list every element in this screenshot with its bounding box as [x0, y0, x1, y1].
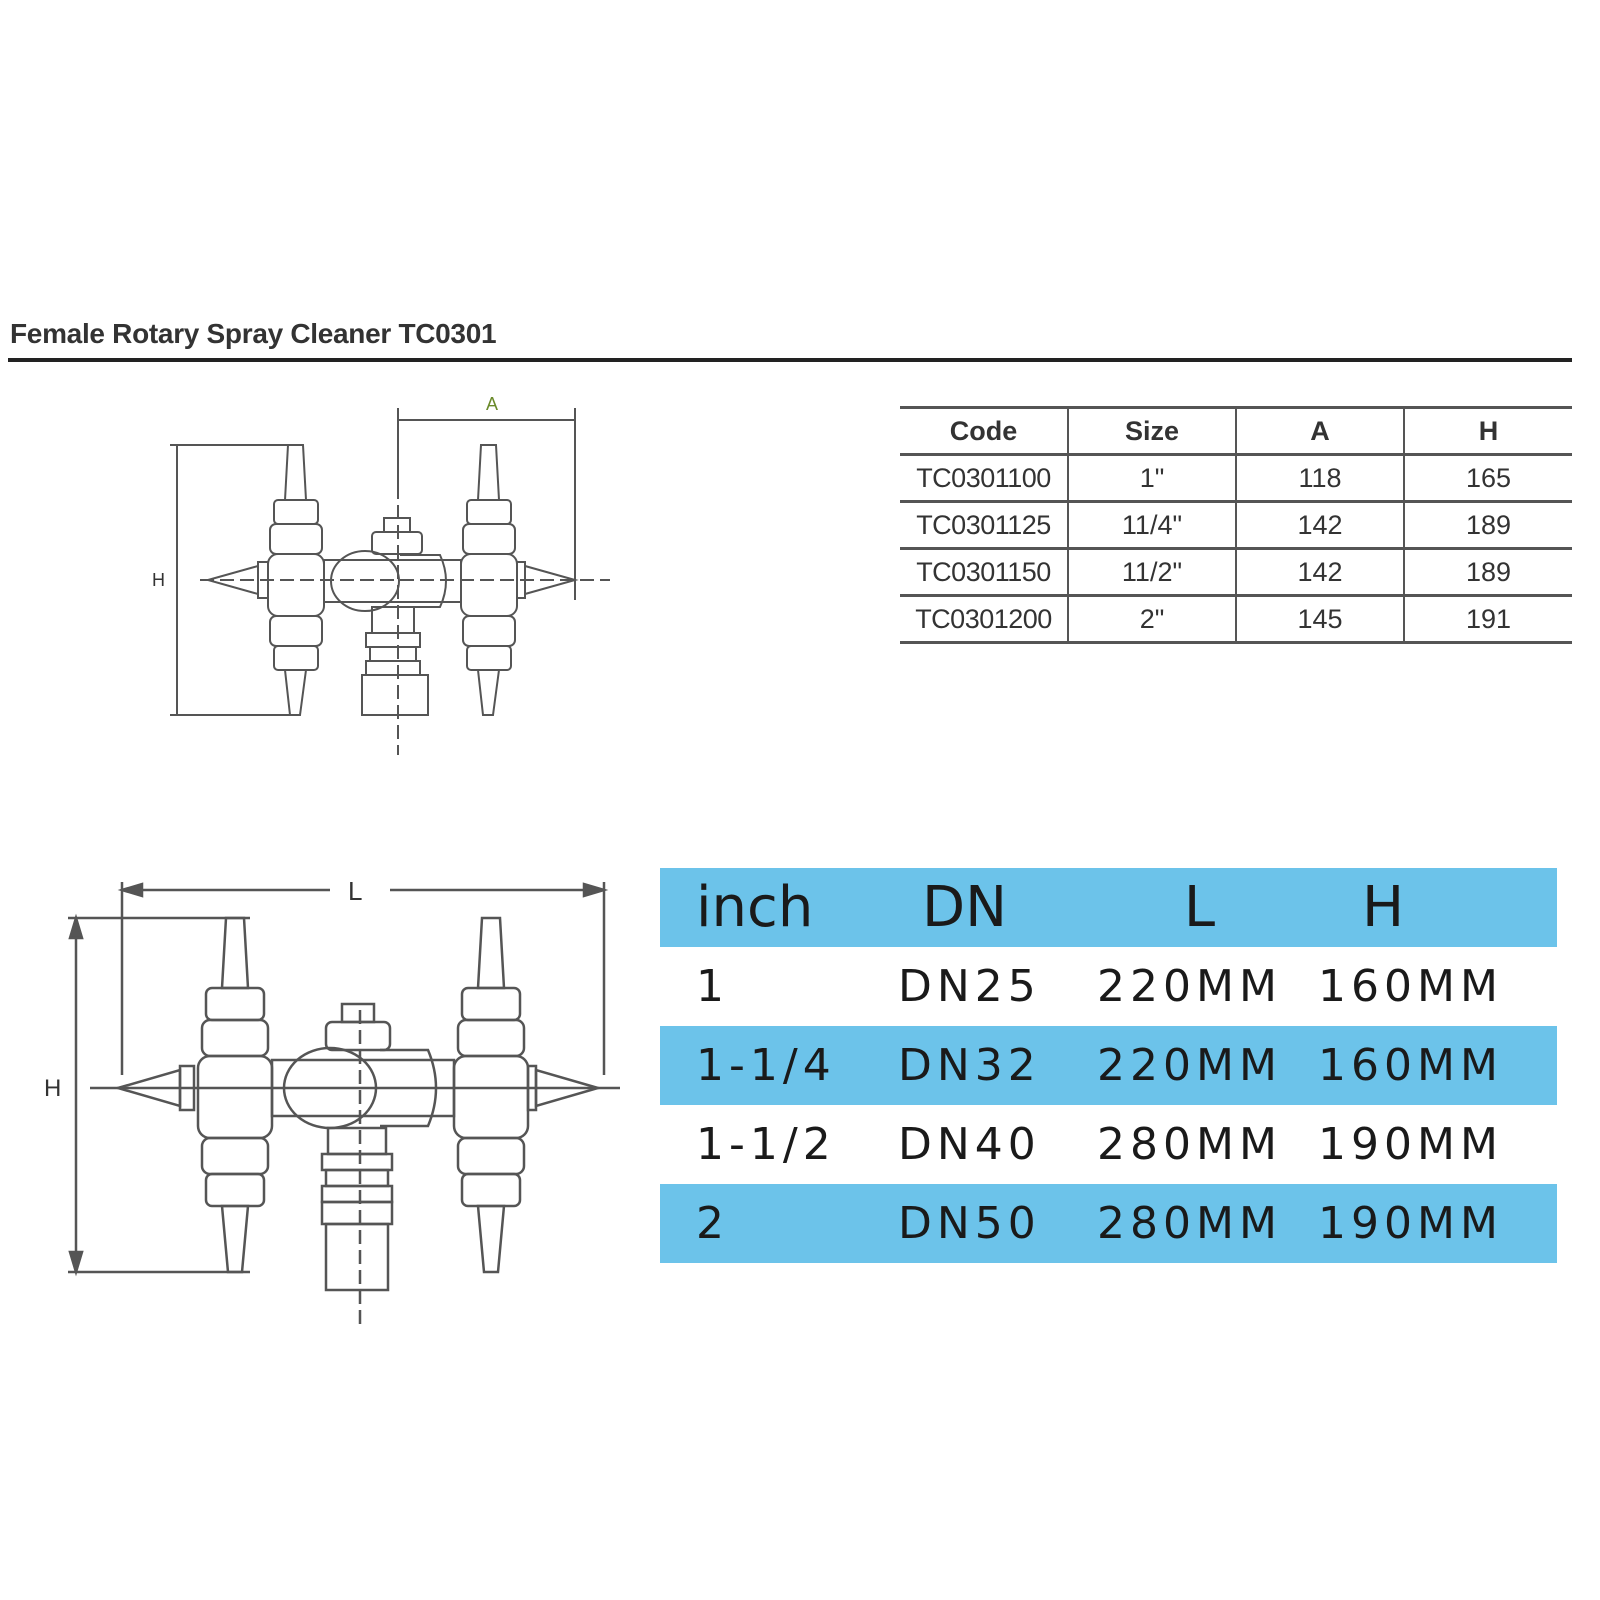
- cell-dn: DN50: [898, 1198, 1041, 1249]
- cell-h: 189: [1403, 501, 1572, 550]
- cell-h: 190MM: [1318, 1119, 1503, 1170]
- table-row: 1 DN25 220MM 160MM: [660, 947, 1557, 1026]
- cell-a: 118: [1235, 454, 1404, 503]
- top-technical-drawing: A H: [152, 394, 610, 755]
- cell-dn: DN32: [898, 1040, 1041, 1091]
- table-row: TC0301125 11/4" 142 189: [900, 501, 1572, 550]
- cell-code: TC0301100: [900, 454, 1068, 503]
- cell-h: 160MM: [1318, 961, 1503, 1012]
- cell-l: 280MM: [1097, 1119, 1282, 1170]
- table-row: 1-1/2 DN40 280MM 190MM: [660, 1105, 1557, 1184]
- spec-table: Code Size A H TC0301100 1" 118 165 TC030…: [900, 406, 1572, 644]
- cell-a: 142: [1235, 501, 1404, 550]
- table-row: TC0301100 1" 118 165: [900, 454, 1572, 503]
- header-h: H: [1403, 406, 1572, 456]
- table-row: 1-1/4 DN32 220MM 160MM: [660, 1026, 1557, 1105]
- cell-a: 145: [1235, 595, 1404, 644]
- cell-a: 142: [1235, 548, 1404, 597]
- cell-code: TC0301150: [900, 548, 1068, 597]
- cell-h: 165: [1403, 454, 1572, 503]
- cell-code: TC0301200: [900, 595, 1068, 644]
- dimension-h-label: H: [44, 1075, 61, 1102]
- dimension-table: inch DN L H 1 DN25 220MM 160MM 1-1/4 DN3…: [660, 868, 1557, 1263]
- cell-h: 190MM: [1318, 1198, 1503, 1249]
- header-size: Size: [1067, 406, 1236, 456]
- header-inch: inch: [696, 875, 814, 940]
- table-row: 2 DN50 280MM 190MM: [660, 1184, 1557, 1263]
- bottom-technical-drawing: L H: [44, 876, 620, 1330]
- cell-inch: 1-1/4: [696, 1040, 836, 1091]
- header-code: Code: [900, 406, 1068, 456]
- cell-l: 280MM: [1097, 1198, 1282, 1249]
- header-dn: DN: [922, 875, 1008, 940]
- cell-l: 220MM: [1097, 1040, 1282, 1091]
- cell-size: 11/2": [1067, 548, 1236, 597]
- cell-code: TC0301125: [900, 501, 1068, 550]
- cell-size: 11/4": [1067, 501, 1236, 550]
- cell-size: 2": [1067, 595, 1236, 644]
- header-a: A: [1235, 406, 1404, 456]
- dimension-h-label: H: [152, 570, 165, 590]
- cell-l: 220MM: [1097, 961, 1282, 1012]
- cell-size: 1": [1067, 454, 1236, 503]
- cell-dn: DN40: [898, 1119, 1041, 1170]
- page-title: Female Rotary Spray Cleaner TC0301: [10, 318, 497, 349]
- cell-inch: 1-1/2: [696, 1119, 836, 1170]
- table-row: TC0301150 11/2" 142 189: [900, 548, 1572, 597]
- cell-h: 160MM: [1318, 1040, 1503, 1091]
- cell-h: 191: [1403, 595, 1572, 644]
- header-h: H: [1362, 875, 1405, 940]
- table-header-row: Code Size A H: [900, 406, 1572, 456]
- cell-inch: 1: [696, 961, 729, 1012]
- cell-h: 189: [1403, 548, 1572, 597]
- table-header-row: inch DN L H: [660, 868, 1557, 947]
- table-row: TC0301200 2" 145 191: [900, 595, 1572, 644]
- dimension-a-label: A: [486, 394, 498, 414]
- title-divider: [8, 358, 1572, 362]
- cell-inch: 2: [696, 1198, 729, 1249]
- dimension-l-label: L: [348, 876, 362, 906]
- cell-dn: DN25: [898, 961, 1041, 1012]
- header-l: L: [1183, 875, 1216, 940]
